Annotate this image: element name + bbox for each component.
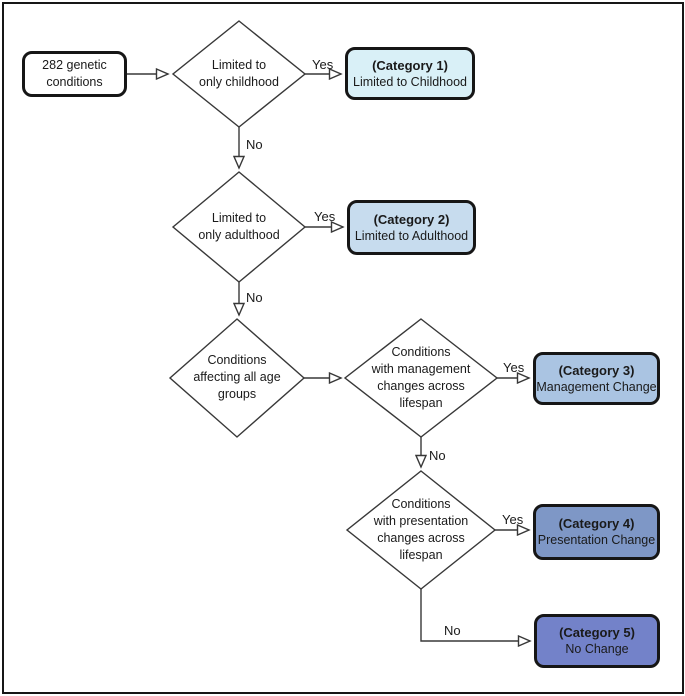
edge-label-yes-4: Yes [502, 512, 524, 527]
decision-line: only childhood [199, 75, 279, 89]
decision-line: changes across [377, 531, 465, 545]
start-node-line: conditions [46, 75, 103, 89]
decision-line: Conditions [391, 345, 451, 359]
edge-label-yes-1: Yes [312, 57, 334, 72]
decision-limited-adulthood-shape [171, 171, 307, 283]
edge-label-yes-3: Yes [503, 360, 525, 375]
category-5-title: (Category 5) [559, 625, 635, 640]
edge-label-no-2: No [246, 290, 263, 305]
decision-line: Conditions [391, 497, 451, 511]
start-node: 282 genetic conditions [22, 51, 127, 97]
category-1-box: (Category 1) Limited to Childhood [345, 47, 475, 100]
decision-line: lifespan [399, 396, 443, 410]
category-1-subtitle: Limited to Childhood [353, 74, 467, 89]
decision-management-changes-shape [343, 318, 499, 438]
decision-line: Limited to [211, 58, 267, 72]
category-4-title: (Category 4) [558, 516, 635, 531]
category-4-subtitle: Presentation Change [537, 533, 656, 547]
decision-line: with management [371, 362, 471, 376]
decision-limited-childhood-label: Limited to only childhood [169, 57, 309, 91]
edge-d5-no [420, 589, 530, 641]
edge-label-no-4: No [444, 623, 461, 638]
category-3-title: (Category 3) [558, 362, 635, 378]
category-5-box: (Category 5) No Change [534, 614, 660, 668]
edge-label-yes-2: Yes [314, 209, 336, 224]
decision-line: only adulthood [198, 228, 280, 242]
decision-all-age-groups-shape [168, 318, 306, 438]
decision-line: Limited to [211, 211, 267, 225]
start-node-line: 282 genetic [42, 58, 107, 72]
edge-label-no-1: No [246, 137, 263, 152]
decision-line: with presentation [373, 514, 469, 528]
decision-line: changes across [377, 379, 465, 393]
category-3-box: (Category 3) Management Change [533, 352, 660, 405]
decision-limited-childhood-shape [171, 20, 307, 128]
category-1-title: (Category 1) [372, 57, 448, 73]
decision-line: lifespan [399, 548, 443, 562]
category-4-box: (Category 4) Presentation Change [533, 504, 660, 560]
decision-limited-adulthood-label: Limited to only adulthood [169, 210, 309, 244]
decision-management-changes-label: Conditions with management changes acros… [351, 344, 491, 412]
category-2-subtitle: Limited to Adulthood [354, 228, 469, 243]
edge-label-no-3: No [429, 448, 446, 463]
decision-presentation-changes-shape [345, 470, 497, 590]
decision-line: groups [217, 387, 257, 401]
category-2-box: (Category 2) Limited to Adulthood [347, 200, 476, 255]
decision-line: affecting all age [193, 370, 281, 384]
category-5-subtitle: No Change [565, 642, 629, 656]
decision-presentation-changes-label: Conditions with presentation changes acr… [351, 496, 491, 564]
decision-line: Conditions [207, 353, 267, 367]
category-3-subtitle: Management Change [536, 379, 657, 394]
category-2-title: (Category 2) [373, 211, 450, 227]
decision-all-age-groups-label: Conditions affecting all age groups [167, 352, 307, 403]
